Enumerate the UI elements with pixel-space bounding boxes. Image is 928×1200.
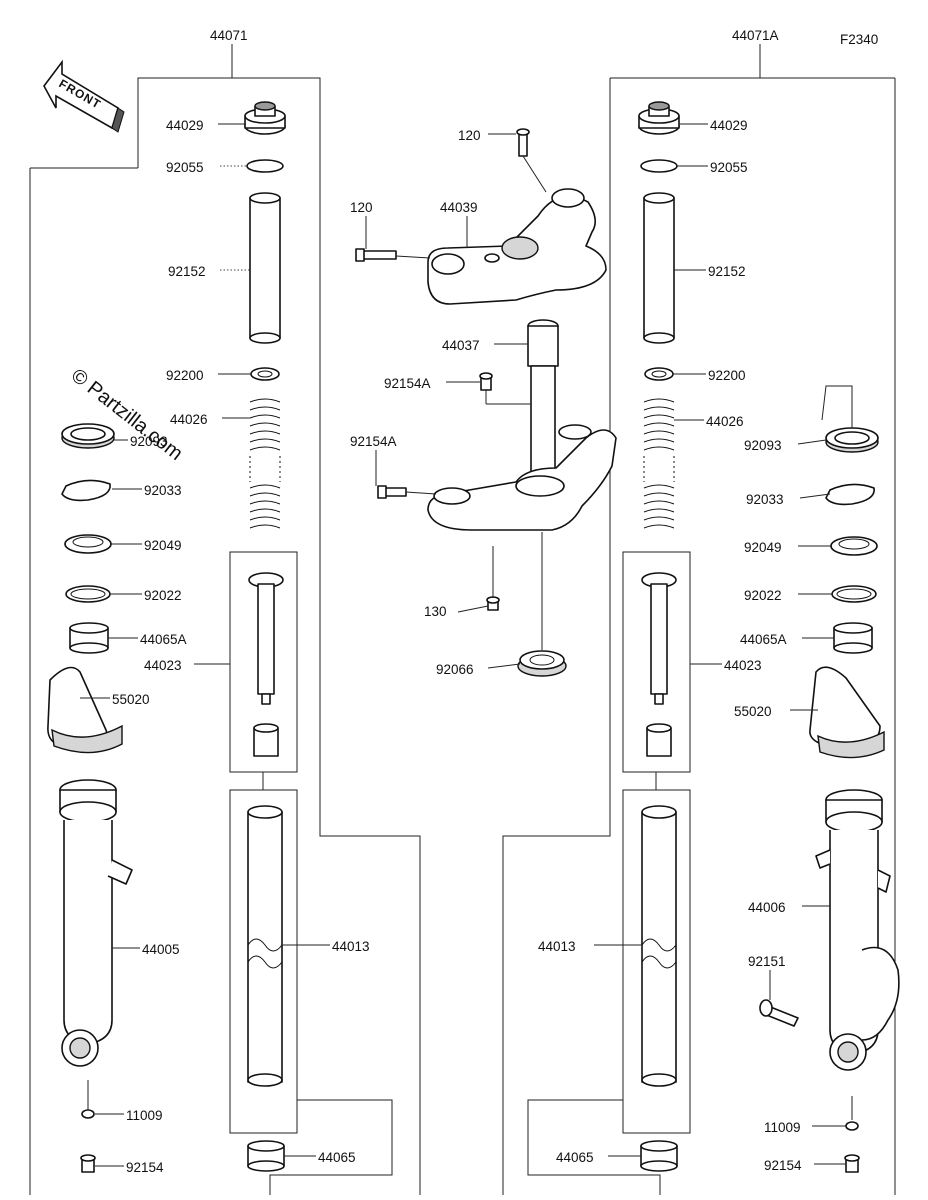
right-bush-44065 [640, 1140, 678, 1172]
right-bush-44065A [833, 622, 873, 654]
left-outer-tube-44005 [59, 779, 133, 1067]
label-left-44023: 44023 [144, 658, 182, 673]
label-right-55020: 55020 [734, 704, 772, 719]
bolt-120-top [516, 128, 530, 157]
label-right-92200: 92200 [708, 368, 746, 383]
right-gasket-11009 [845, 1121, 859, 1131]
left-seal-92093 [61, 423, 115, 449]
label-left-44013: 44013 [332, 939, 370, 954]
label-right-44065: 44065 [556, 1150, 594, 1165]
label-left-55020: 55020 [112, 692, 150, 707]
stem-44037 [427, 319, 617, 531]
label-right-92033: 92033 [746, 492, 784, 507]
label-right-92022: 92022 [744, 588, 782, 603]
seal-92066 [517, 650, 567, 677]
right-oilseal-92049 [830, 536, 878, 556]
left-cylinder-44023 [248, 572, 284, 757]
assembly-left-label: 44071 [210, 28, 248, 43]
right-washer-92022 [831, 585, 877, 603]
label-right-92154: 92154 [764, 1158, 802, 1173]
right-bolt-92151 [759, 999, 799, 1027]
label-left-44065A: 44065A [140, 632, 187, 647]
label-left-92033: 92033 [144, 483, 182, 498]
left-assembly-outline [29, 44, 421, 1195]
label-center-44037: 44037 [442, 338, 480, 353]
left-44065-bracket [269, 1099, 393, 1195]
label-center-92066: 92066 [436, 662, 474, 677]
bolt-130 [486, 596, 500, 611]
label-left-44029: 44029 [166, 118, 204, 133]
bolt-120-side [355, 248, 397, 262]
label-left-92022: 92022 [144, 588, 182, 603]
leader-lines [80, 123, 853, 1167]
left-oilseal-92049 [64, 534, 112, 554]
right-seal-92093 [825, 427, 879, 453]
right-clip-92033 [825, 483, 875, 506]
assembly-right-label: 44071A [732, 28, 779, 43]
label-left-44065: 44065 [318, 1150, 356, 1165]
left-bush-44065 [247, 1140, 285, 1172]
label-right-44023: 44023 [724, 658, 762, 673]
left-fork-guard-55020 [47, 666, 123, 754]
label-left-44005: 44005 [142, 942, 180, 957]
left-washer-92200 [250, 367, 280, 381]
right-bolt-92154 [844, 1154, 860, 1173]
label-right-44065A: 44065A [740, 632, 787, 647]
label-center-92154A-side: 92154A [350, 434, 397, 449]
label-right-11009: 11009 [764, 1120, 801, 1135]
label-left-11009: 11009 [126, 1108, 163, 1123]
left-spacer-tube-92152 [249, 192, 281, 344]
left-fork-cap-44029 [244, 101, 286, 135]
bolt-92154A-top [479, 372, 493, 391]
right-spacer-tube-92152 [643, 192, 675, 344]
label-right-44013: 44013 [538, 939, 576, 954]
upper-bracket-44039 [427, 188, 607, 305]
left-inner-tube-44013 [247, 805, 283, 1087]
label-center-44039: 44039 [440, 200, 478, 215]
label-left-92154: 92154 [126, 1160, 164, 1175]
label-right-92093: 92093 [744, 438, 782, 453]
left-clip-92033 [61, 479, 111, 502]
label-right-44026: 44026 [706, 414, 744, 429]
right-44065-bracket [527, 1099, 661, 1195]
label-center-92154A-top: 92154A [384, 376, 431, 391]
left-washer-92022 [65, 585, 111, 603]
right-fork-guard-55020 [809, 666, 885, 759]
label-right-92055: 92055 [710, 160, 748, 175]
right-spring-44026 [643, 398, 675, 529]
label-left-92055: 92055 [166, 160, 204, 175]
label-right-44029: 44029 [710, 118, 748, 133]
right-inner-tube-44013 [641, 805, 677, 1087]
front-arrow-icon: FRONT [43, 59, 125, 133]
left-bush-44065A [69, 622, 109, 654]
label-left-92152: 92152 [168, 264, 206, 279]
left-bolt-92154 [80, 1154, 96, 1173]
left-spring-44026 [249, 398, 281, 529]
label-left-44026: 44026 [170, 412, 208, 427]
right-washer-92200 [644, 367, 674, 381]
label-right-92049: 92049 [744, 540, 782, 555]
label-left-92200: 92200 [166, 368, 204, 383]
label-center-120-top: 120 [458, 128, 481, 143]
figure-code: F2340 [840, 32, 878, 47]
label-right-44006: 44006 [748, 900, 786, 915]
label-center-120-side: 120 [350, 200, 373, 215]
bolt-92154A-side [377, 485, 407, 499]
right-fork-cap-44029 [638, 101, 680, 135]
label-left-92093: 92093 [130, 434, 168, 449]
left-oring-92055 [246, 159, 284, 173]
left-gasket-11009 [81, 1109, 95, 1119]
right-outer-tube-44006 [815, 789, 900, 1071]
label-center-130: 130 [424, 604, 447, 619]
label-left-92049: 92049 [144, 538, 182, 553]
right-oring-92055 [640, 159, 678, 173]
right-cylinder-44023 [641, 572, 677, 757]
label-right-92151: 92151 [748, 954, 786, 969]
label-right-92152: 92152 [708, 264, 746, 279]
